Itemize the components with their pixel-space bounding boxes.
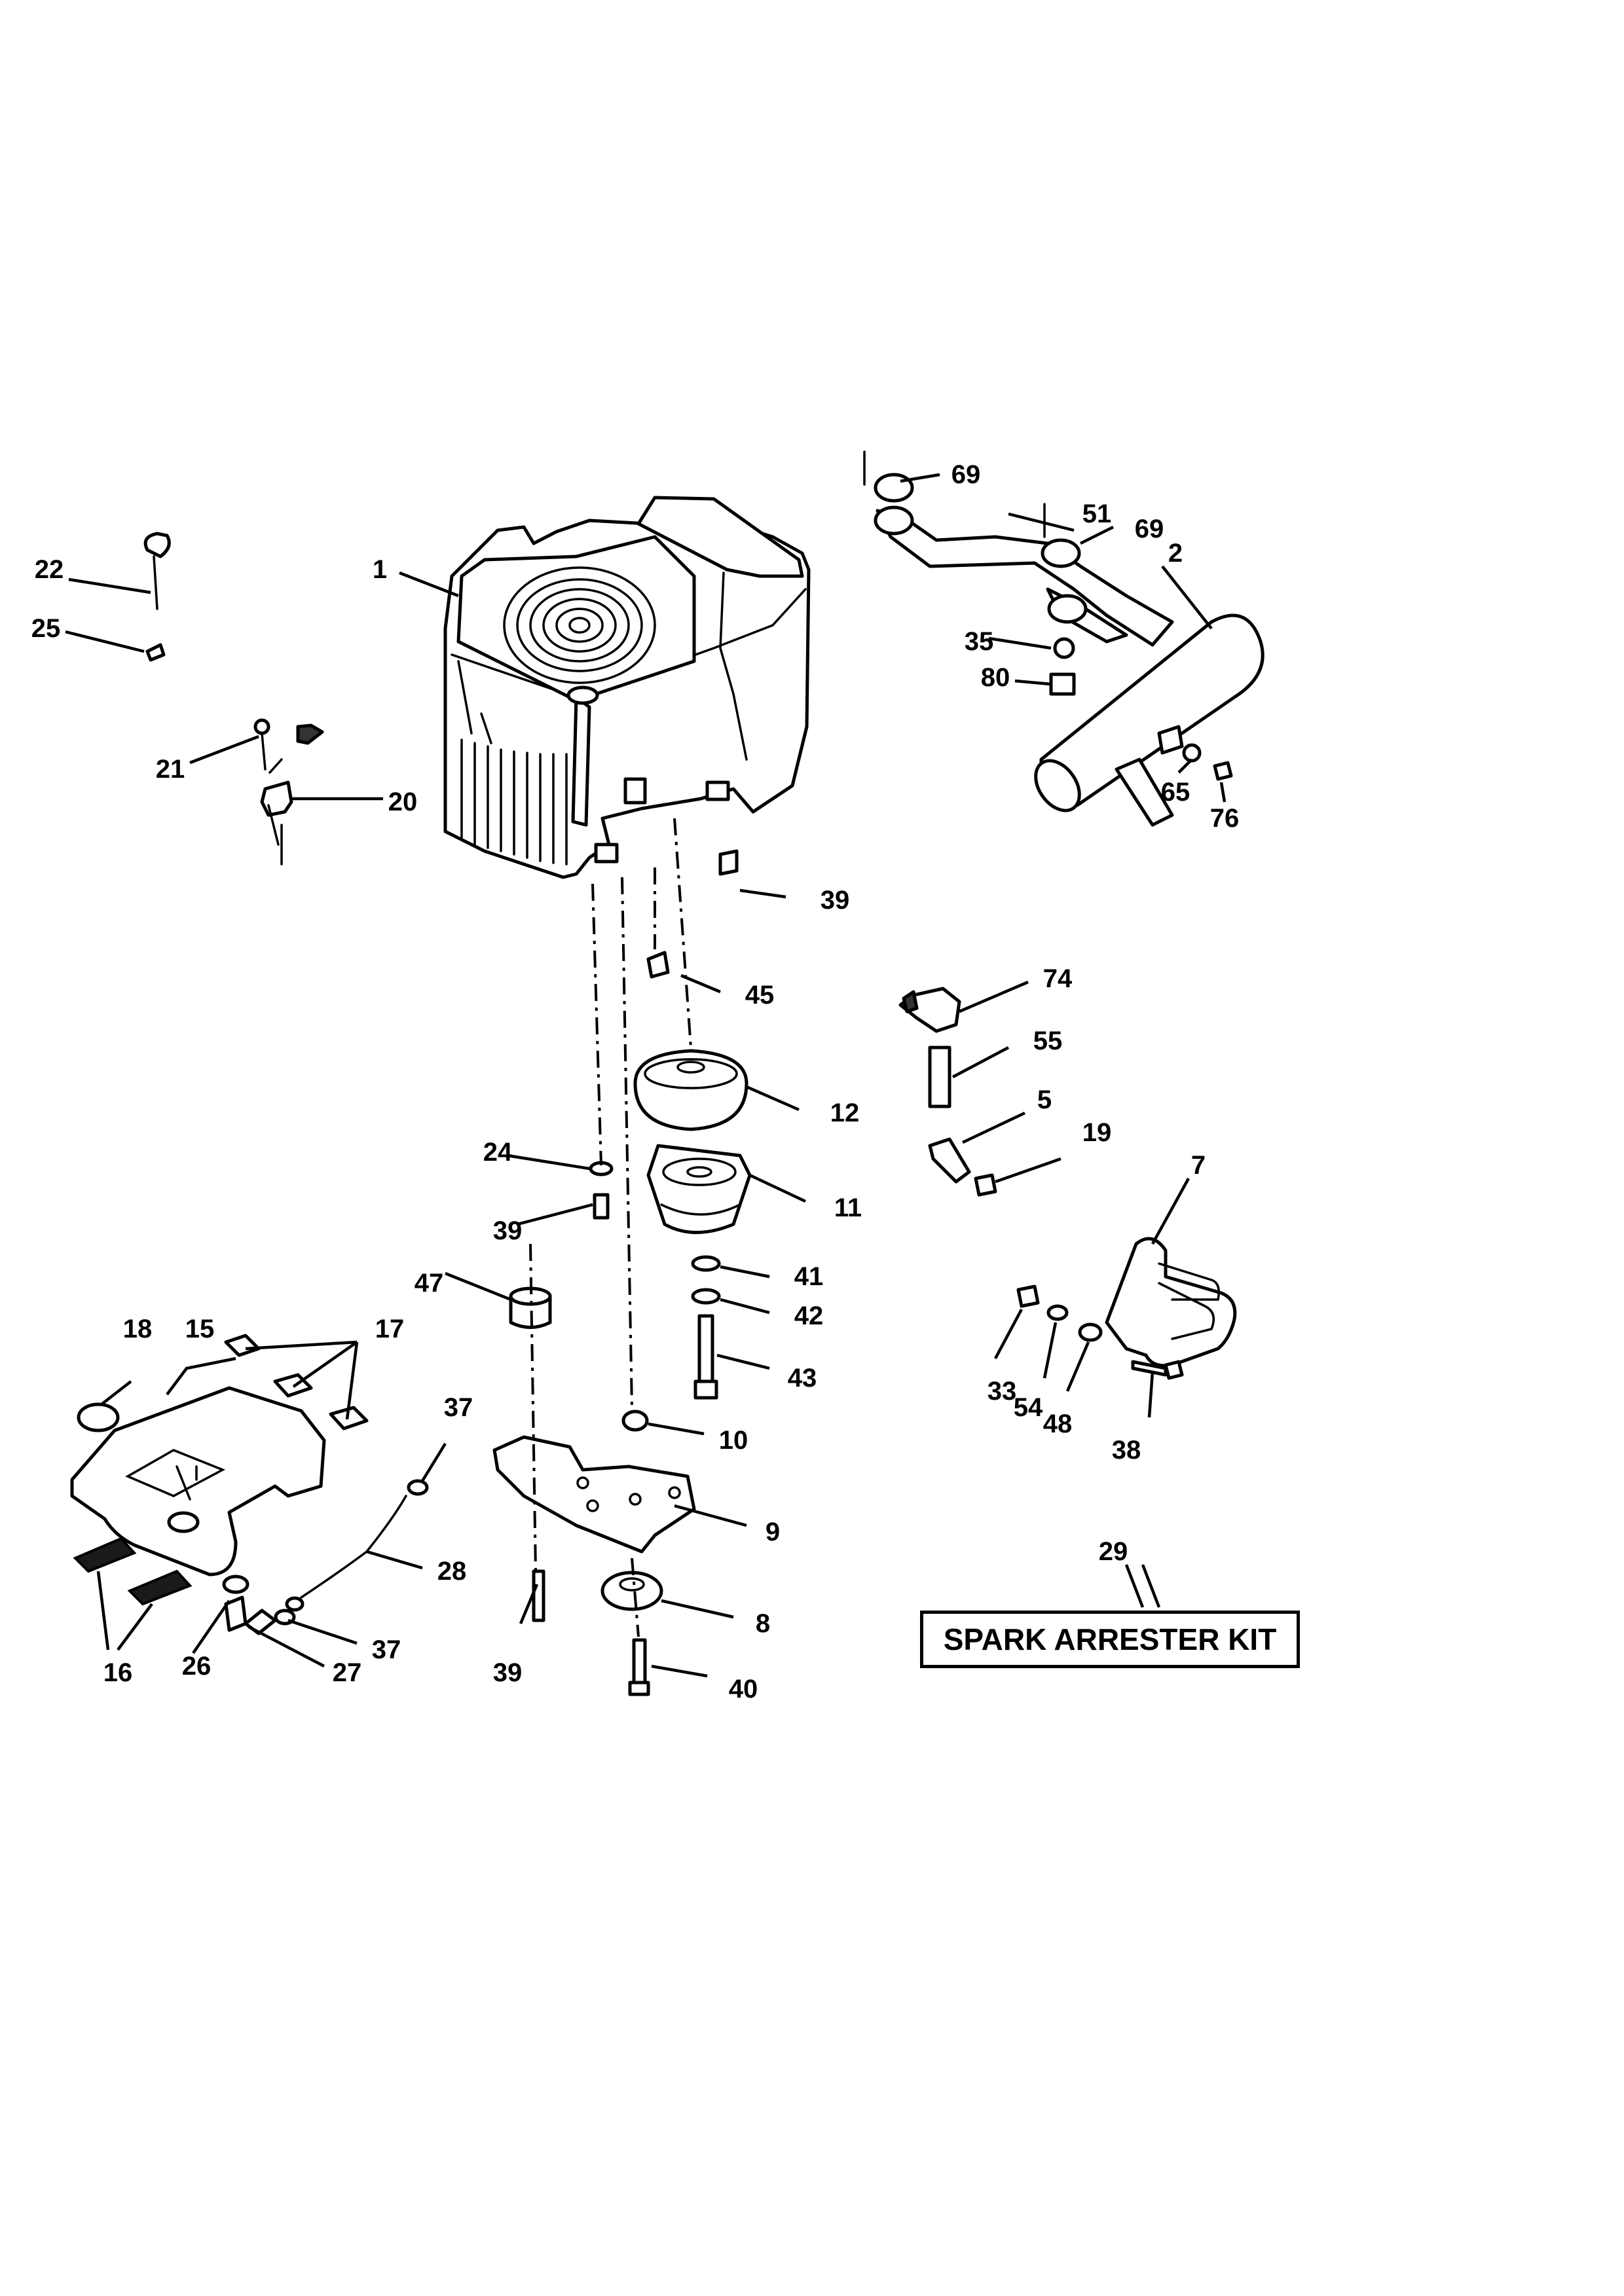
callout-21: 21	[155, 755, 185, 784]
callout-5: 5	[1037, 1085, 1052, 1114]
callout-37-top: 37	[443, 1393, 473, 1422]
callout-20: 20	[388, 788, 418, 816]
callout-45: 45	[745, 981, 775, 1010]
callout-48: 48	[1043, 1410, 1073, 1438]
callout-16: 16	[103, 1658, 133, 1687]
callout-76: 76	[1209, 804, 1240, 833]
leader-lines	[65, 473, 1227, 1678]
callout-25: 25	[31, 614, 61, 643]
callout-51: 51	[1082, 500, 1112, 528]
callout-1: 1	[372, 555, 388, 584]
callout-42: 42	[794, 1302, 824, 1330]
callout-74: 74	[1043, 964, 1073, 993]
callout-27: 27	[332, 1658, 362, 1687]
callout-69-right: 69	[1134, 515, 1164, 543]
callout-15: 15	[185, 1315, 215, 1343]
callout-17: 17	[375, 1315, 405, 1343]
callout-37-bottom: 37	[371, 1635, 401, 1664]
callout-40: 40	[728, 1675, 758, 1704]
callout-35: 35	[964, 627, 994, 656]
callout-55: 55	[1033, 1027, 1063, 1055]
callout-9: 9	[765, 1518, 781, 1546]
callout-24: 24	[483, 1138, 513, 1167]
heat-shield-bracket	[1016, 1237, 1237, 1380]
callout-47: 47	[414, 1269, 444, 1298]
engine	[443, 496, 811, 879]
callout-29: 29	[1098, 1537, 1128, 1566]
callout-18: 18	[122, 1315, 153, 1343]
callout-11: 11	[834, 1194, 862, 1222]
throttle-control	[143, 532, 324, 866]
callout-33: 33	[987, 1377, 1017, 1406]
callout-54: 54	[1013, 1393, 1043, 1422]
callout-41: 41	[794, 1262, 824, 1291]
callout-19: 19	[1082, 1118, 1112, 1147]
callout-39-bottom: 39	[492, 1658, 523, 1687]
drive-stack	[492, 818, 752, 1696]
callout-38: 38	[1111, 1436, 1141, 1465]
callout-39-top: 39	[820, 886, 850, 915]
callout-65: 65	[1160, 778, 1190, 807]
callout-10: 10	[718, 1426, 748, 1455]
spark-arrester-kit-label: SPARK ARRESTER KIT	[920, 1611, 1300, 1668]
exhaust-assembly	[863, 450, 1264, 827]
pipe-fittings	[898, 987, 997, 1197]
callout-39-middle: 39	[492, 1216, 523, 1245]
callout-8: 8	[755, 1609, 771, 1638]
callout-2: 2	[1168, 539, 1183, 568]
callout-12: 12	[830, 1099, 860, 1127]
callout-43: 43	[787, 1364, 817, 1393]
callout-28: 28	[437, 1557, 467, 1586]
callout-80: 80	[980, 663, 1010, 692]
fuel-tank	[70, 1334, 429, 1635]
callout-69-left: 69	[951, 460, 981, 489]
callout-26: 26	[181, 1652, 212, 1681]
callout-7: 7	[1190, 1151, 1206, 1180]
callout-22: 22	[34, 555, 64, 584]
